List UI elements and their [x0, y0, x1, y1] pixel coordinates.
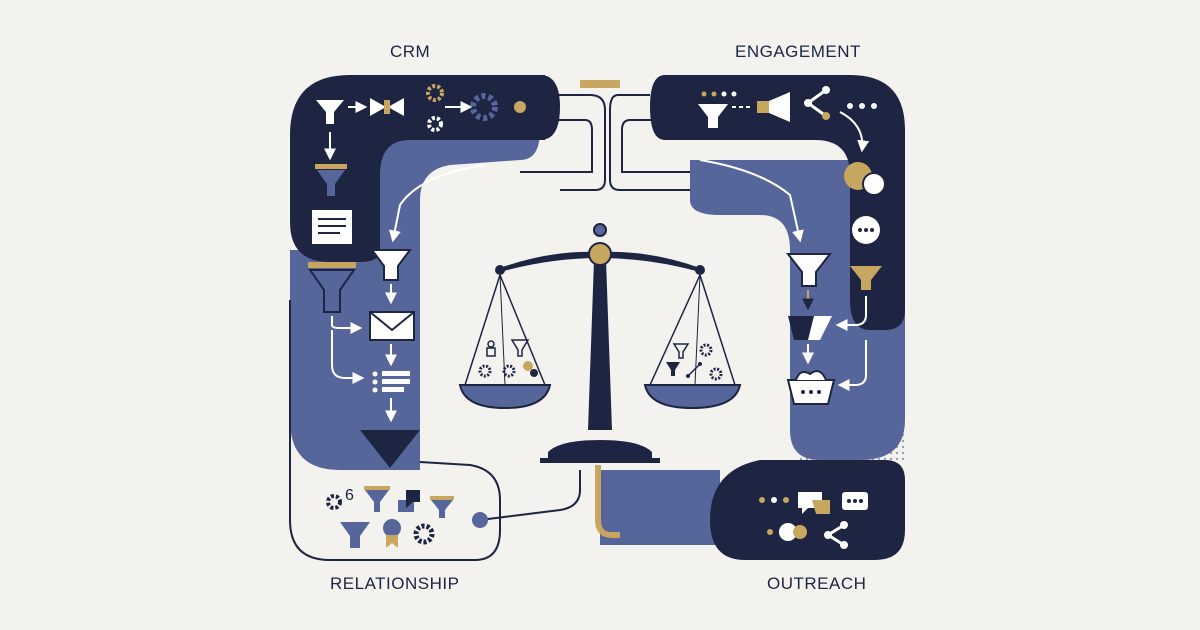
- engagement-label: ENGAGEMENT: [735, 42, 861, 61]
- balance-scale-icon: [458, 223, 742, 463]
- outreach-navy-block: [710, 460, 905, 560]
- scale-beam: [500, 251, 700, 272]
- valve-icon: [370, 98, 404, 116]
- shape-icon: [788, 316, 832, 340]
- beam-end-left: [495, 265, 505, 275]
- engagement-section: [650, 75, 905, 460]
- funnel-icon: [850, 266, 882, 290]
- funnel-icon: [430, 496, 454, 518]
- chat-bubble-icon: [844, 162, 886, 196]
- engagement-navy-block: [665, 75, 905, 330]
- funnel-icon: [308, 262, 356, 313]
- small-dot: [767, 529, 773, 535]
- outreach-label: OUTREACH: [767, 574, 867, 593]
- pipe-left-inner: [520, 119, 593, 173]
- connector: [388, 164, 486, 243]
- chat-bubble-icon: [842, 492, 868, 510]
- gear-icon: [426, 84, 444, 102]
- right-pan: [643, 274, 742, 410]
- connector: [839, 111, 870, 153]
- flow-arrowhead: [360, 430, 420, 468]
- chat-bubble-icon: [779, 523, 807, 541]
- relationship-label: RELATIONSHIP: [330, 574, 460, 593]
- navy-dot: [530, 369, 538, 377]
- dots-icon: [701, 91, 737, 97]
- scale-top-dot: [593, 223, 607, 237]
- funnel-icon: [315, 164, 347, 196]
- list-icon: [372, 371, 410, 393]
- funnel-icon: [510, 339, 530, 357]
- funnel-icon: [672, 343, 690, 359]
- connector: [835, 296, 867, 331]
- gold-dot: [523, 361, 533, 371]
- crm-label: CRM: [390, 42, 431, 61]
- envelope-icon: [369, 311, 415, 341]
- gear-icon: [502, 364, 516, 378]
- lock-icon: [486, 340, 496, 357]
- chat-bubble-icon: [798, 492, 830, 514]
- relationship-section: 6: [289, 300, 501, 561]
- pipe-bottom-left: [479, 470, 581, 521]
- relationship-outline: [289, 300, 501, 561]
- top-gold-bar: [580, 80, 620, 88]
- gear-icon: [470, 93, 498, 121]
- gold-stem: [595, 465, 620, 538]
- scale-foot: [540, 458, 660, 463]
- gear-icon: [478, 364, 492, 378]
- funnel-icon: [698, 104, 728, 128]
- badge-icon: [383, 519, 401, 548]
- gear-icon: [326, 494, 342, 510]
- engagement-cap: [650, 75, 690, 140]
- pipe-right-inner: [621, 119, 690, 173]
- connector: [699, 159, 804, 243]
- gear-icon: [427, 116, 443, 132]
- left-pan: [458, 274, 552, 410]
- scale-post: [588, 260, 612, 430]
- center-connectors: [472, 80, 690, 538]
- gear-icon: [413, 523, 435, 545]
- pipe-right: [609, 94, 690, 191]
- shapes-icon: [398, 490, 420, 512]
- beam-end-right: [695, 265, 705, 275]
- link-icon: [686, 362, 702, 378]
- connector: [331, 316, 363, 334]
- outreach-section: [600, 460, 905, 560]
- dots-icon: [759, 497, 789, 503]
- scale-base: [548, 440, 652, 458]
- outreach-slate-band: [600, 470, 720, 545]
- funnel-icon: [370, 249, 412, 281]
- scale-top-knob: [588, 242, 612, 266]
- crm-cap: [510, 75, 560, 140]
- pipe-node: [472, 512, 488, 528]
- funnel-icon: [316, 100, 344, 124]
- basket-icon: [786, 370, 836, 405]
- funnel-icon: [340, 522, 370, 548]
- connector: [837, 340, 867, 391]
- dots-icon: [847, 103, 877, 109]
- megaphone-icon: [757, 92, 790, 122]
- funnel-icon: [785, 253, 833, 287]
- document-icon: [312, 210, 352, 244]
- crm-gold-dot: [514, 101, 526, 113]
- crm-section: [290, 75, 560, 470]
- funnel-icon: [364, 486, 390, 512]
- chat-bubble-icon: [852, 216, 880, 244]
- share-icon: [824, 521, 848, 549]
- pipe-left: [545, 94, 606, 191]
- crm-navy-block: [290, 75, 545, 262]
- gear-icon: [709, 367, 723, 381]
- decorative-glyph: 6: [345, 487, 354, 504]
- funnel-icon: [666, 362, 680, 376]
- share-icon: [804, 86, 830, 120]
- gear-icon: [699, 343, 713, 357]
- connector: [331, 330, 365, 384]
